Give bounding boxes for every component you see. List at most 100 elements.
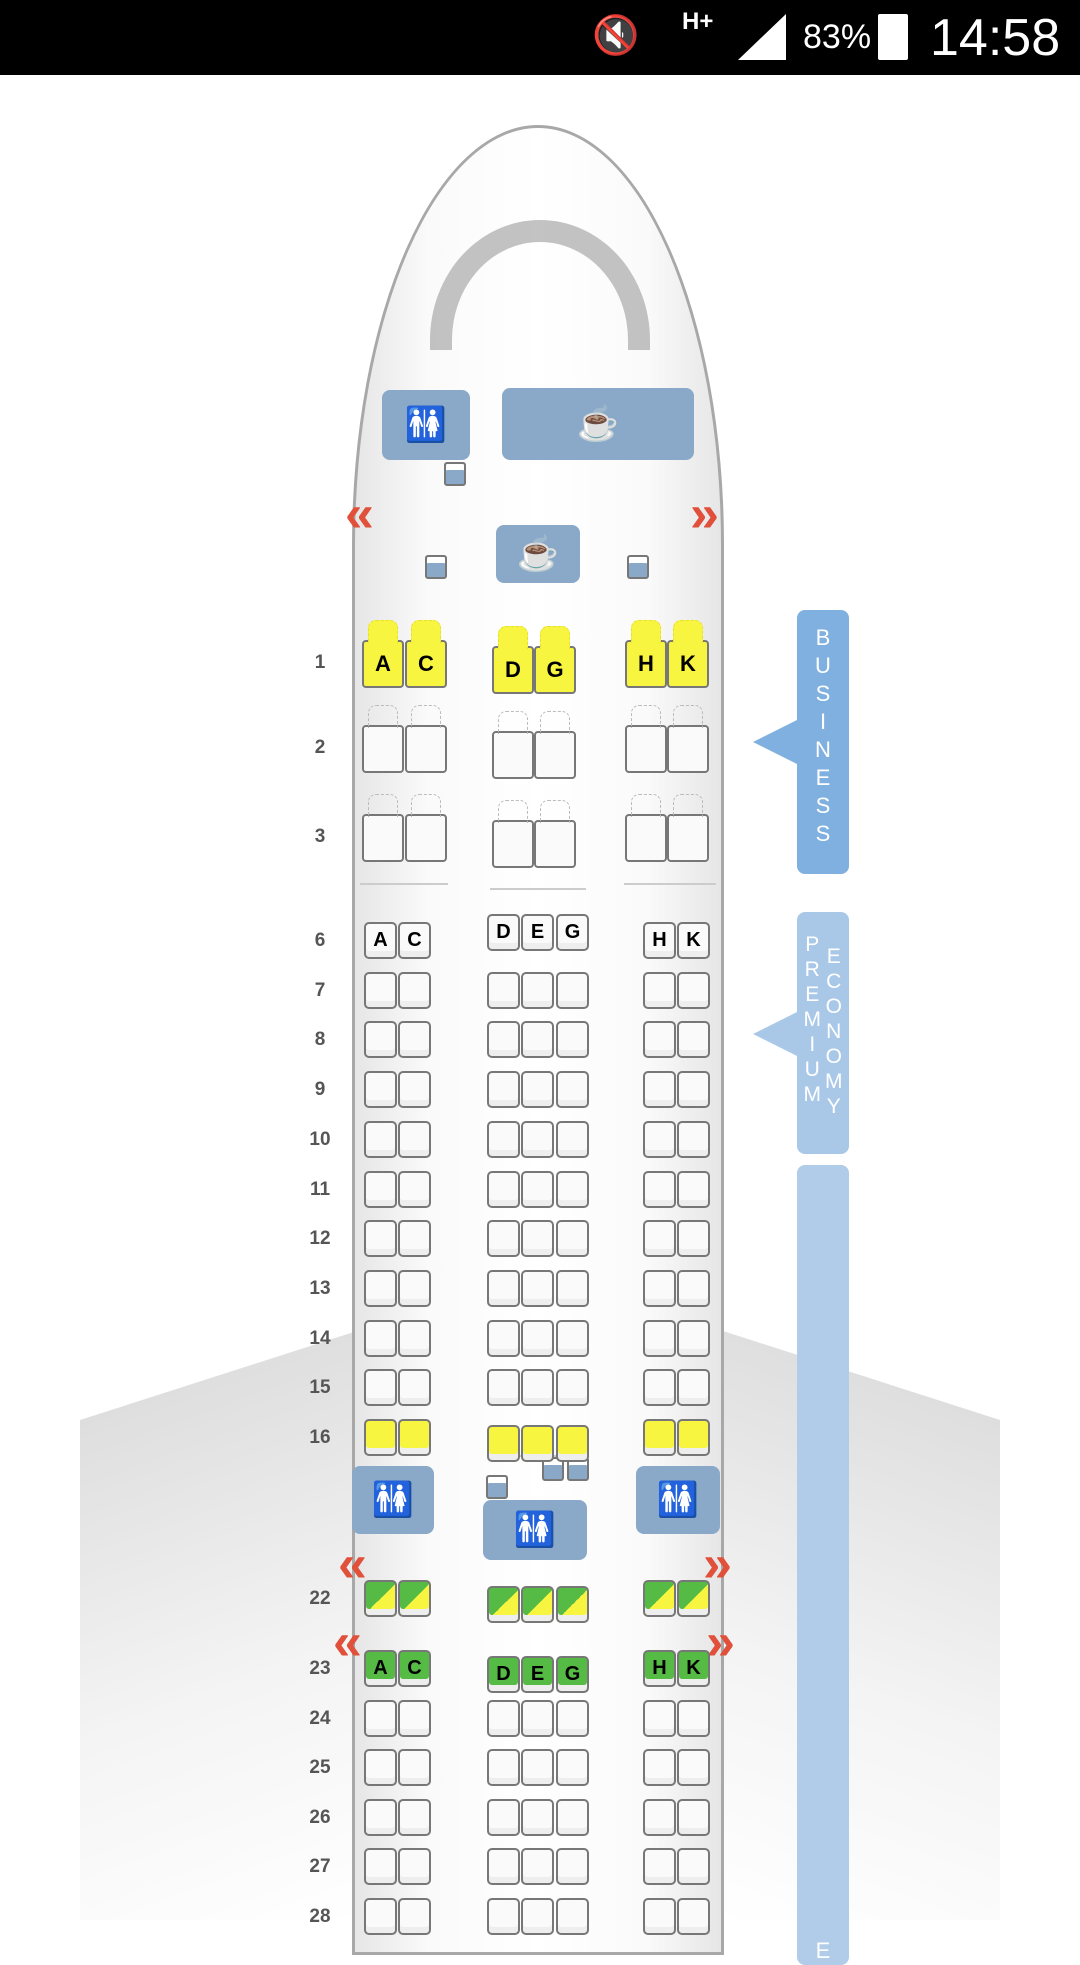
- seat[interactable]: [364, 1269, 397, 1307]
- seat[interactable]: [398, 1071, 431, 1109]
- seat[interactable]: [677, 1319, 710, 1357]
- seat[interactable]: [487, 1700, 520, 1737]
- seat[interactable]: [556, 1799, 589, 1836]
- seat[interactable]: [364, 1071, 397, 1109]
- seat[interactable]: [487, 971, 520, 1009]
- seat[interactable]: D: [487, 914, 520, 951]
- seat[interactable]: [398, 1419, 431, 1456]
- seat[interactable]: [487, 1848, 520, 1885]
- seat[interactable]: [677, 1120, 710, 1158]
- seat[interactable]: [556, 1220, 589, 1258]
- seat[interactable]: [521, 971, 554, 1009]
- seat[interactable]: [364, 1369, 397, 1407]
- seat[interactable]: [556, 971, 589, 1009]
- seat[interactable]: [667, 794, 709, 862]
- seat[interactable]: K: [677, 922, 710, 959]
- seat[interactable]: [364, 1220, 397, 1258]
- seat[interactable]: [643, 1580, 676, 1617]
- seat[interactable]: [487, 1269, 520, 1307]
- seat[interactable]: [364, 1319, 397, 1357]
- seat[interactable]: [643, 1799, 676, 1836]
- seat[interactable]: [521, 1799, 554, 1836]
- seat[interactable]: [643, 1319, 676, 1357]
- seat[interactable]: [398, 1170, 431, 1208]
- seat[interactable]: [643, 1898, 676, 1935]
- seat[interactable]: [487, 1898, 520, 1935]
- seat[interactable]: [677, 1749, 710, 1786]
- seat[interactable]: C: [398, 1650, 431, 1687]
- seat[interactable]: [643, 1021, 676, 1059]
- seat[interactable]: [556, 1586, 589, 1623]
- seat[interactable]: [364, 1021, 397, 1059]
- cabin-economy[interactable]: E: [797, 1165, 849, 1965]
- seat[interactable]: [398, 1749, 431, 1786]
- seat[interactable]: [398, 1269, 431, 1307]
- seat[interactable]: [398, 1848, 431, 1885]
- seat[interactable]: [405, 705, 447, 773]
- seat[interactable]: [487, 1319, 520, 1357]
- seat[interactable]: G: [534, 626, 576, 694]
- seat[interactable]: [556, 1071, 589, 1109]
- seat[interactable]: [643, 1749, 676, 1786]
- seat[interactable]: [521, 1269, 554, 1307]
- seat[interactable]: [643, 1170, 676, 1208]
- seat[interactable]: [556, 1369, 589, 1407]
- seat[interactable]: [534, 711, 576, 779]
- seat[interactable]: [364, 1898, 397, 1935]
- seat[interactable]: [677, 1269, 710, 1307]
- seat[interactable]: [487, 1071, 520, 1109]
- seat[interactable]: A: [364, 1650, 397, 1687]
- seat[interactable]: [643, 1419, 676, 1456]
- seat[interactable]: [556, 1120, 589, 1158]
- seat[interactable]: [521, 1586, 554, 1623]
- seat[interactable]: [556, 1848, 589, 1885]
- seat[interactable]: E: [521, 1656, 554, 1693]
- seat[interactable]: [364, 1120, 397, 1158]
- seat[interactable]: [492, 711, 534, 779]
- seat[interactable]: [556, 1425, 589, 1462]
- seat[interactable]: [677, 1799, 710, 1836]
- seat[interactable]: [643, 1269, 676, 1307]
- seat[interactable]: [677, 1369, 710, 1407]
- seat[interactable]: [364, 1848, 397, 1885]
- seat[interactable]: [364, 1799, 397, 1836]
- seat[interactable]: [521, 1749, 554, 1786]
- seat[interactable]: [487, 1120, 520, 1158]
- seat[interactable]: H: [625, 620, 667, 688]
- seat[interactable]: [521, 1120, 554, 1158]
- seat[interactable]: [398, 1220, 431, 1258]
- seat[interactable]: [677, 1220, 710, 1258]
- seat[interactable]: [487, 1170, 520, 1208]
- seat[interactable]: G: [556, 914, 589, 951]
- seat[interactable]: D: [487, 1656, 520, 1693]
- seat[interactable]: [521, 1425, 554, 1462]
- seat[interactable]: [398, 1898, 431, 1935]
- seat[interactable]: [398, 1120, 431, 1158]
- seat[interactable]: [643, 1120, 676, 1158]
- seat[interactable]: [643, 1220, 676, 1258]
- seat[interactable]: [625, 705, 667, 773]
- seat[interactable]: [405, 794, 447, 862]
- seat[interactable]: E: [521, 914, 554, 951]
- seat[interactable]: [677, 1580, 710, 1617]
- seat[interactable]: [556, 1269, 589, 1307]
- seat[interactable]: [521, 1170, 554, 1208]
- seat[interactable]: D: [492, 626, 534, 694]
- seat[interactable]: [643, 1848, 676, 1885]
- seat[interactable]: H: [643, 1650, 676, 1687]
- seat[interactable]: [398, 1700, 431, 1737]
- seat[interactable]: [398, 1369, 431, 1407]
- seat[interactable]: [677, 971, 710, 1009]
- seat[interactable]: [556, 1749, 589, 1786]
- seat[interactable]: [556, 1319, 589, 1357]
- seat[interactable]: [398, 1799, 431, 1836]
- seat[interactable]: K: [667, 620, 709, 688]
- seat[interactable]: [487, 1425, 520, 1462]
- seat[interactable]: [556, 1021, 589, 1059]
- seat[interactable]: [643, 1071, 676, 1109]
- seat[interactable]: [677, 1848, 710, 1885]
- seat[interactable]: [398, 1580, 431, 1617]
- seat[interactable]: A: [364, 922, 397, 959]
